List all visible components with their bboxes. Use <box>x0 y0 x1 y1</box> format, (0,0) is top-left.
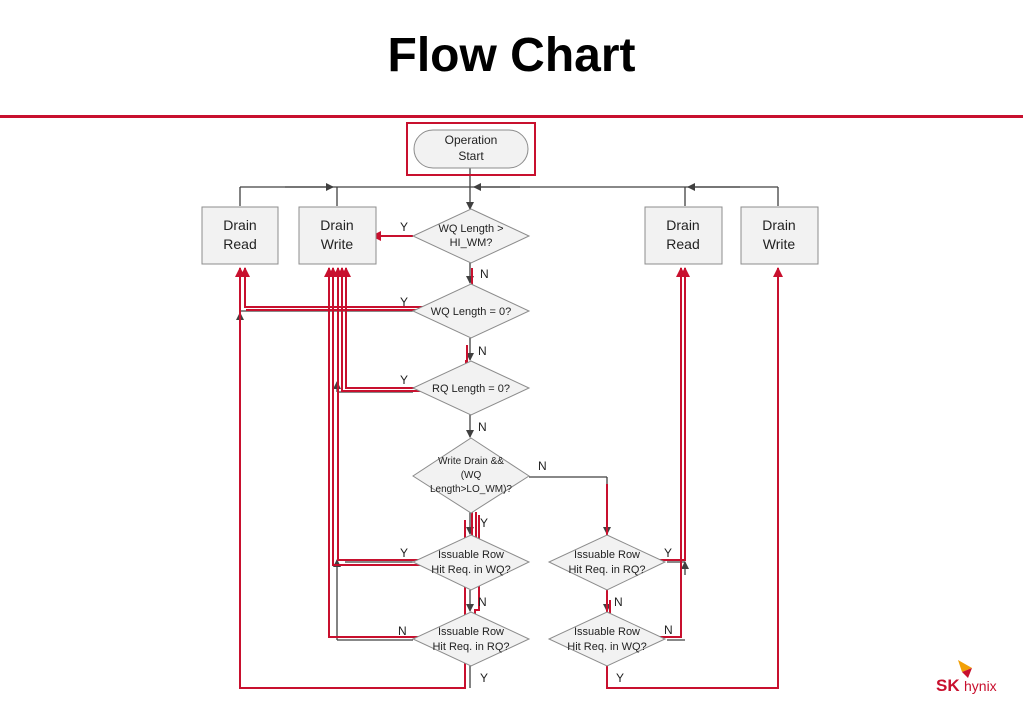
page-title: Flow Chart <box>387 29 636 82</box>
edge-label-d2-yes: Y <box>400 295 408 309</box>
drain-read-left-line2: Read <box>223 236 256 252</box>
decision-write-drain-line2: (WQ <box>461 470 482 481</box>
decision-row-hit-rq-left-line2: Hit Req. in RQ? <box>432 641 509 653</box>
edge-label-d3-no: N <box>478 420 487 434</box>
decision-write-drain-line3: Length>LO_WM)? <box>430 484 512 495</box>
decision-wq-length-hi-line2: HI_WM? <box>450 237 493 249</box>
edge-label-d4-no: N <box>538 459 547 473</box>
drain-write-right-line1: Drain <box>762 217 795 233</box>
decision-rq-length-zero-label: RQ Length = 0? <box>432 383 510 395</box>
edge-label-d8-no: N <box>664 623 673 637</box>
decision-row-hit-rq-right-line2: Hit Req. in RQ? <box>568 564 645 576</box>
drain-write-left-line2: Write <box>321 236 354 252</box>
decision-wq-length-zero-label: WQ Length = 0? <box>431 306 511 318</box>
decision-wq-length-hi <box>411 208 531 264</box>
edge-label-d7-no: N <box>614 595 623 609</box>
drain-read-right-line1: Drain <box>666 217 699 233</box>
decision-row-hit-rq-right-line1: Issuable Row <box>574 549 640 561</box>
decision-wq-length-hi-line1: WQ Length > <box>438 223 503 235</box>
edge-labels: Y N Y N Y N N Y Y N N Y Y N N Y <box>398 220 673 685</box>
start-terminal <box>413 129 529 169</box>
title-divider <box>0 115 1023 118</box>
drain-read-left-line1: Drain <box>223 217 256 233</box>
drain-write-right-line2: Write <box>763 236 796 252</box>
edge-label-d4-yes: Y <box>480 516 488 530</box>
drain-read-left-box <box>201 206 279 265</box>
decision-row-hit-rq-right <box>547 534 667 591</box>
decision-row-hit-wq-right <box>547 611 667 667</box>
decision-wq-length-zero <box>411 283 531 339</box>
decision-write-drain-line1: Write Drain && <box>438 456 504 467</box>
edge-label-d3-yes: Y <box>400 373 408 387</box>
decision-write-drain <box>412 437 530 514</box>
decision-row-hit-wq-right-line2: Hit Req. in WQ? <box>567 641 646 653</box>
drain-write-right-box <box>740 206 819 265</box>
decision-row-hit-wq-left-line2: Hit Req. in WQ? <box>431 564 510 576</box>
decision-row-hit-wq-left-line1: Issuable Row <box>438 549 504 561</box>
decision-row-hit-rq-left-line1: Issuable Row <box>438 626 504 638</box>
edge-label-d6-no: N <box>398 624 407 638</box>
edge-label-d5-no: N <box>478 595 487 609</box>
drain-write-left-box <box>298 206 377 265</box>
decision-row-hit-wq-right-line1: Issuable Row <box>574 626 640 638</box>
decision-row-hit-wq-left <box>411 534 531 591</box>
edge-label-d1-yes: Y <box>400 220 408 234</box>
start-label-line2: Start <box>458 149 484 163</box>
start-highlight-frame <box>406 122 536 176</box>
edge-label-d6-yes: Y <box>480 671 488 685</box>
edge-label-d2-no: N <box>478 344 487 358</box>
decision-rq-length-zero <box>411 360 531 416</box>
drain-read-right-line2: Read <box>666 236 699 252</box>
drain-read-right-box <box>644 206 723 265</box>
edge-label-d8-yes: Y <box>616 671 624 685</box>
start-label-line1: Operation <box>445 133 498 147</box>
edge-label-d1-no: N <box>480 267 489 281</box>
decision-row-hit-rq-left <box>411 611 531 667</box>
edge-label-d7-yes: Y <box>664 546 672 560</box>
edge-label-d5-yes: Y <box>400 546 408 560</box>
sk-hynix-logo: SK hynix <box>934 658 1014 698</box>
logo-hynix-text: hynix <box>964 678 997 694</box>
logo-butterfly-icon <box>958 660 972 678</box>
logo-sk-text: SK <box>936 676 960 695</box>
drain-write-left-line1: Drain <box>320 217 353 233</box>
